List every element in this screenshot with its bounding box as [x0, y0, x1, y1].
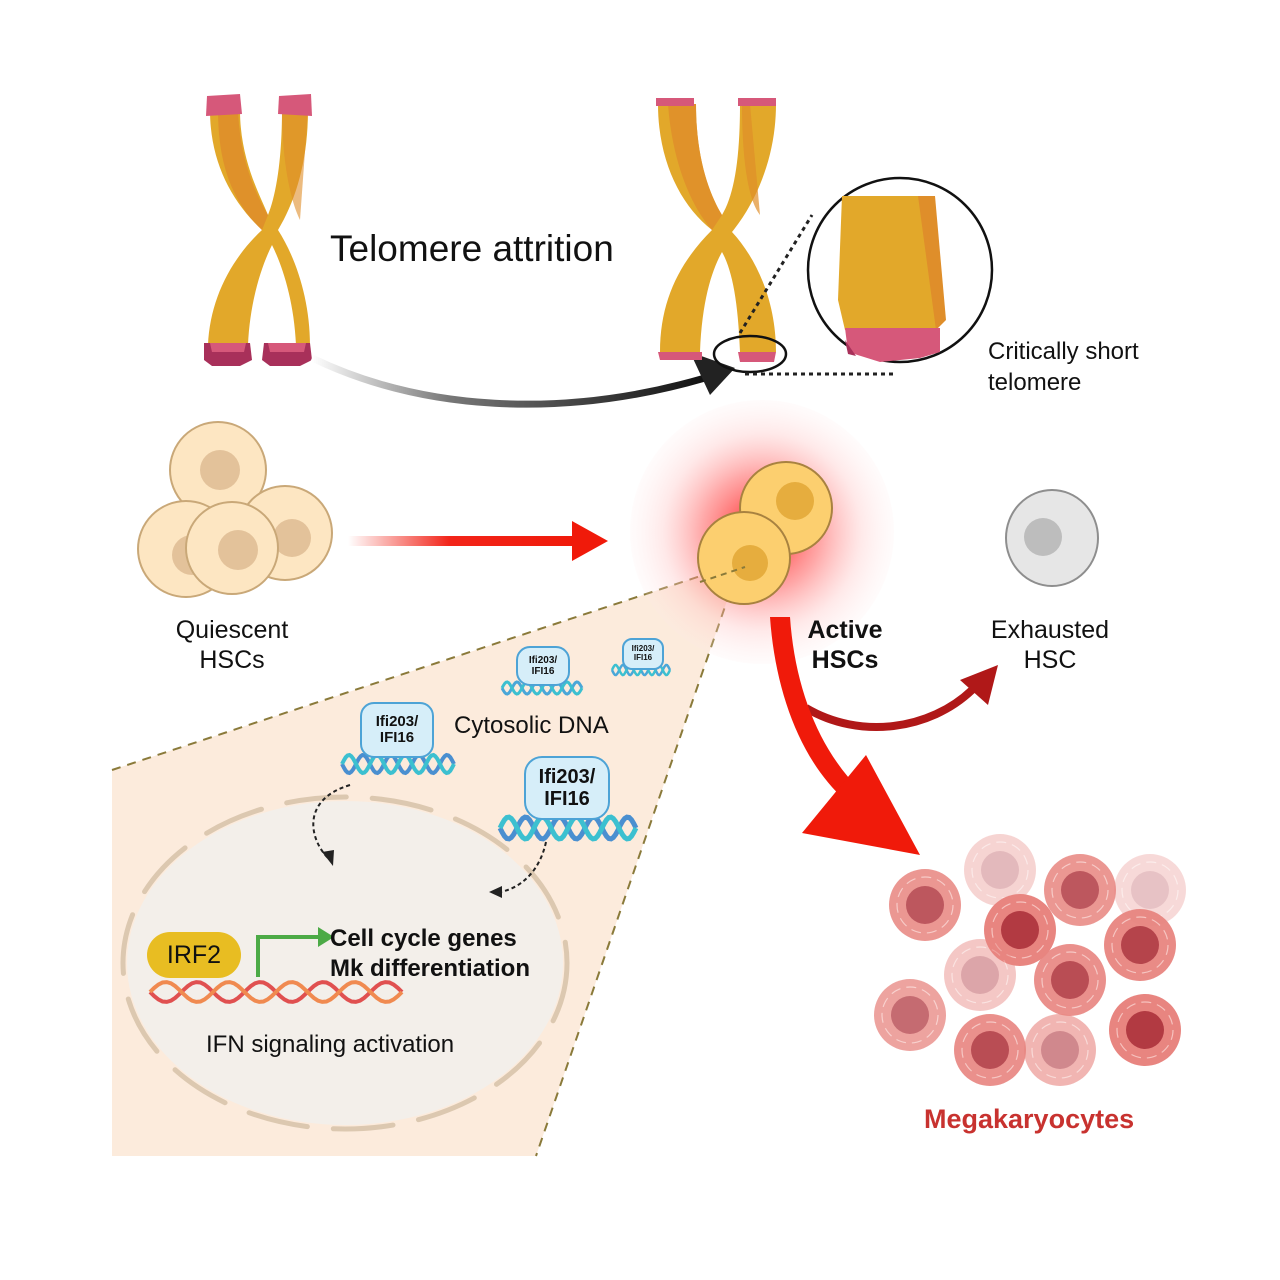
active-line1: Active [807, 616, 883, 644]
protein-line1: Ifi203/ [631, 644, 655, 654]
chromosome-short-telomeres [656, 98, 776, 362]
exhausted-hsc-label: Exhausted HSC [970, 615, 1130, 675]
nucleus [127, 801, 563, 1125]
quiescent-hsc-cluster [137, 421, 333, 598]
transcription-arrowhead [318, 927, 334, 947]
ifi203-ifi16-protein-small: Ifi203/IFI16 [622, 638, 664, 670]
signal-arrow-2 [499, 841, 547, 893]
ifi203-ifi16-protein-xlarge: Ifi203/IFI16 [524, 756, 610, 820]
megakaryocyte-cell [984, 894, 1056, 966]
activation-arrow [348, 536, 573, 546]
attrition-arrow [310, 354, 706, 408]
exhaustion-arrow [803, 687, 975, 731]
chromosome-long-telomeres [204, 94, 312, 366]
exhausted-hsc [1005, 489, 1099, 587]
telomere-top-left [206, 94, 242, 116]
transcription-arrow [256, 935, 320, 977]
differentiation-arrowhead [802, 755, 920, 855]
differentiation-arrow [770, 617, 860, 800]
attrition-arrowhead [690, 352, 735, 395]
protein-line2: IFI16 [379, 729, 415, 746]
ifn-signaling-label: IFN signaling activation [206, 1031, 455, 1058]
protein-line1: Ifi203/ [538, 766, 596, 788]
protein-line2: IFI16 [531, 666, 555, 677]
protein-line1: Ifi203/ [375, 712, 419, 730]
dna-helix-cytosolic-1 [500, 680, 584, 696]
megakaryocyte-cell [1044, 854, 1116, 926]
dna-helix-cytosolic-4 [497, 814, 639, 842]
megakaryocyte-cell [889, 869, 961, 941]
active-hscs-label: Active HSCs [785, 615, 905, 675]
dna-helix-group [148, 663, 672, 1004]
telomere-top-right [278, 94, 312, 116]
megakaryocyte-cluster [874, 834, 1186, 1086]
target-gene-mk-differentiation: Mk differentiation [330, 955, 531, 982]
exhausted-line1: Exhausted [990, 616, 1110, 644]
megakaryocyte-cell [954, 1014, 1026, 1086]
active-line2: HSCs [811, 646, 879, 674]
protein-line1: Ifi203/ [528, 655, 558, 666]
signal-arrow-1 [312, 784, 351, 859]
dna-helix-nuclear [148, 980, 404, 1004]
active-hsc-pair [697, 461, 833, 605]
quiescent-line1: Quiescent [175, 616, 289, 644]
title-telomere-attrition: Telomere attrition [330, 228, 614, 269]
critically-short-telomere-label: Critically short telomere [988, 336, 1139, 398]
megakaryocyte-cell [964, 834, 1036, 906]
megakaryocyte-cell [1114, 854, 1186, 926]
callout-line-1: Critically short [988, 338, 1139, 365]
target-genes-label: Cell cycle genes Mk differentiation [330, 924, 530, 984]
zoom-line-upper [738, 214, 814, 334]
exhaustion-arrowhead [960, 665, 998, 705]
telomere-highlight-ellipse [712, 334, 788, 374]
megakaryocyte-cell [874, 979, 946, 1051]
activation-arrowhead [572, 521, 608, 561]
megakaryocytes-label: Megakaryocytes [924, 1104, 1135, 1134]
protein-line2: IFI16 [544, 788, 590, 810]
exhausted-line2: HSC [1023, 646, 1077, 674]
nuclear-envelope [120, 794, 570, 1132]
quiescent-line2: HSCs [199, 646, 265, 674]
callout-line-2: telomere [988, 369, 1082, 396]
protein-line2: IFI16 [633, 653, 653, 662]
megakaryocyte-cell [1104, 909, 1176, 981]
ifi203-ifi16-protein-medium: Ifi203/IFI16 [516, 646, 570, 686]
ifi203-ifi16-protein-large: Ifi203/IFI16 [360, 702, 434, 758]
cytosolic-dna-label: Cytosolic DNA [454, 712, 609, 739]
megakaryocyte-cell [944, 939, 1016, 1011]
irf2-transcription-factor: IRF2 [147, 932, 241, 978]
megakaryocyte-cell [1034, 944, 1106, 1016]
quiescent-hscs-label: Quiescent HSCs [152, 615, 312, 675]
megakaryocyte-cell [1109, 994, 1181, 1066]
dna-helix-cytosolic-3 [340, 752, 456, 776]
magnified-telomere [806, 176, 994, 364]
target-gene-cell-cycle: Cell cycle genes [330, 925, 517, 952]
megakaryocyte-cell [1024, 1014, 1096, 1086]
